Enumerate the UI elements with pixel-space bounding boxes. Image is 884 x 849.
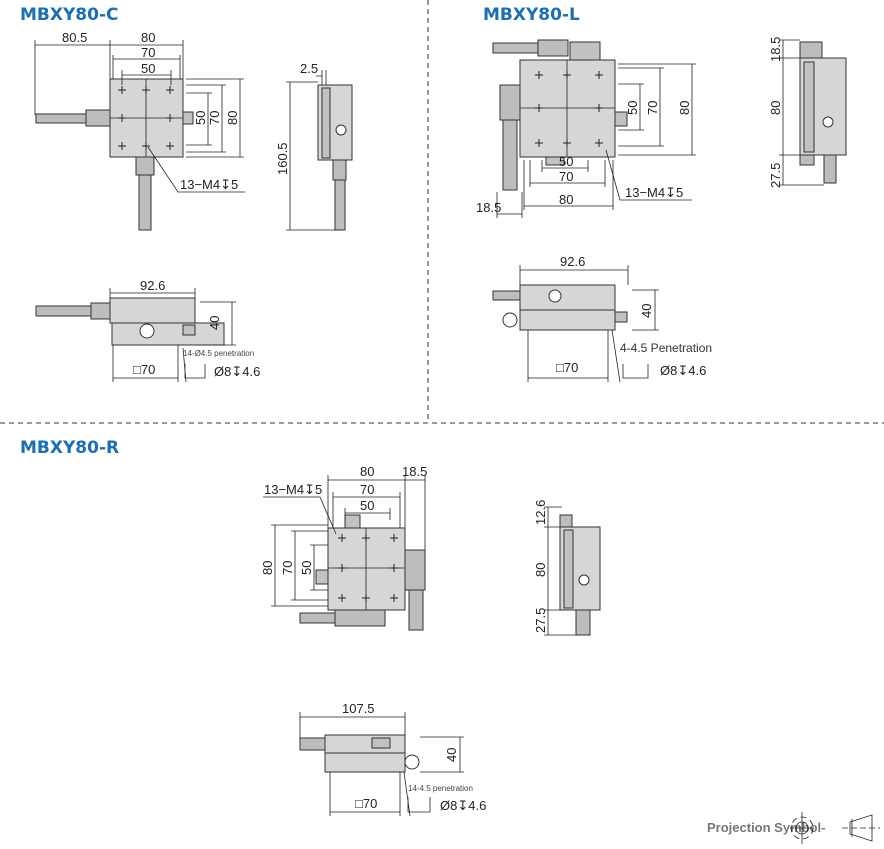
dim-160-5: 160.5 bbox=[275, 142, 290, 175]
holes-note: 13−M4↧5 bbox=[180, 177, 238, 192]
penetration-note: 14-4.5 penetration bbox=[408, 784, 473, 793]
side-view: 2.5 160.5 bbox=[275, 61, 353, 231]
micrometer-thimble bbox=[35, 113, 87, 124]
projection-cone-icon bbox=[842, 814, 880, 842]
front-view: 92.6 40 14-Ø4.5 penetration □70 Ø8↧4.6 bbox=[35, 278, 260, 383]
dim-h70: 70 bbox=[559, 169, 573, 184]
dim-12-6: 12.6 bbox=[533, 500, 548, 525]
dim-80: 80 bbox=[141, 30, 155, 45]
dim-50: 50 bbox=[141, 61, 155, 76]
dim-27-5: 27.5 bbox=[533, 608, 548, 633]
counterbore-note: Ø8↧4.6 bbox=[440, 798, 486, 813]
section-title: MBXY80-C bbox=[20, 5, 118, 25]
section-mbxy80-l: MBXY80-L 50 70 80 50 70 80 18.5 13−M4↧5 bbox=[476, 5, 847, 383]
front-view: 107.5 40 14-4.5 penetration □70 Ø8↧4.6 bbox=[299, 701, 486, 817]
dim-92-6: 92.6 bbox=[560, 254, 585, 269]
dim-18-5: 18.5 bbox=[402, 464, 427, 479]
micrometer-body bbox=[85, 109, 111, 127]
dim-80: 80 bbox=[360, 464, 374, 479]
top-view: 50 70 80 50 70 80 18.5 13−M4↧5 bbox=[476, 39, 696, 218]
projection-label: Projection Symbol- bbox=[707, 820, 825, 835]
square-note: □70 bbox=[556, 360, 578, 375]
dim-40: 40 bbox=[639, 304, 654, 318]
dim-27-5: 27.5 bbox=[768, 163, 783, 188]
dim-18-5: 18.5 bbox=[768, 37, 783, 62]
dim-92-6: 92.6 bbox=[140, 278, 165, 293]
dim-70: 70 bbox=[141, 45, 155, 60]
section-title: MBXY80-R bbox=[20, 438, 119, 458]
dim-v80: 80 bbox=[225, 111, 240, 125]
dim-2-5: 2.5 bbox=[300, 61, 318, 76]
dim-80: 80 bbox=[768, 101, 783, 115]
dim-h50: 50 bbox=[559, 154, 573, 169]
projection-circle-icon bbox=[790, 812, 814, 844]
counterbore-note: Ø8↧4.6 bbox=[214, 364, 260, 379]
dim-v70: 70 bbox=[645, 101, 660, 115]
dim-40: 40 bbox=[207, 316, 222, 330]
top-view: 80.5 80 70 50 50 70 80 13−M4↧5 bbox=[34, 30, 245, 231]
projection-symbol: Projection Symbol- bbox=[707, 812, 880, 844]
dim-40: 40 bbox=[444, 748, 459, 762]
dim-h80: 80 bbox=[559, 192, 573, 207]
penetration-note: 4-4.5 Penetration bbox=[620, 341, 712, 355]
dim-v50: 50 bbox=[193, 111, 208, 125]
penetration-note: 14-Ø4.5 penetration bbox=[183, 349, 254, 358]
counterbore-note: Ø8↧4.6 bbox=[660, 363, 706, 378]
dim-70: 70 bbox=[360, 482, 374, 497]
dim-v50: 50 bbox=[299, 561, 314, 575]
holes-note: 13−M4↧5 bbox=[264, 482, 322, 497]
dim-v70: 70 bbox=[207, 111, 222, 125]
square-note: □70 bbox=[133, 362, 155, 377]
dim-18-5: 18.5 bbox=[476, 200, 501, 215]
top-view: 80 18.5 70 50 80 70 50 13−M4↧5 bbox=[260, 464, 427, 631]
holes-note: 13−M4↧5 bbox=[625, 185, 683, 200]
dim-v70: 70 bbox=[280, 561, 295, 575]
front-view: 92.6 40 4-4.5 Penetration □70 Ø8↧4.6 bbox=[492, 254, 712, 383]
dim-107-5: 107.5 bbox=[342, 701, 375, 716]
dim-50: 50 bbox=[360, 498, 374, 513]
micrometer-bottom bbox=[138, 174, 152, 231]
dim-v80: 80 bbox=[677, 101, 692, 115]
square-note: □70 bbox=[355, 796, 377, 811]
dim-v50: 50 bbox=[625, 101, 640, 115]
section-title: MBXY80-L bbox=[483, 5, 580, 25]
dim-v80: 80 bbox=[260, 561, 275, 575]
side-view: 12.6 80 27.5 bbox=[533, 500, 601, 636]
section-mbxy80-r: MBXY80-R 80 18.5 70 50 80 70 50 13−M4↧5 bbox=[20, 438, 601, 817]
side-view: 18.5 80 27.5 bbox=[768, 37, 847, 188]
section-mbxy80-c: MBXY80-C 80.5 80 70 50 50 70 80 13−M4↧5 bbox=[20, 5, 353, 383]
dim-80: 80 bbox=[533, 563, 548, 577]
dim-80-5: 80.5 bbox=[62, 30, 87, 45]
